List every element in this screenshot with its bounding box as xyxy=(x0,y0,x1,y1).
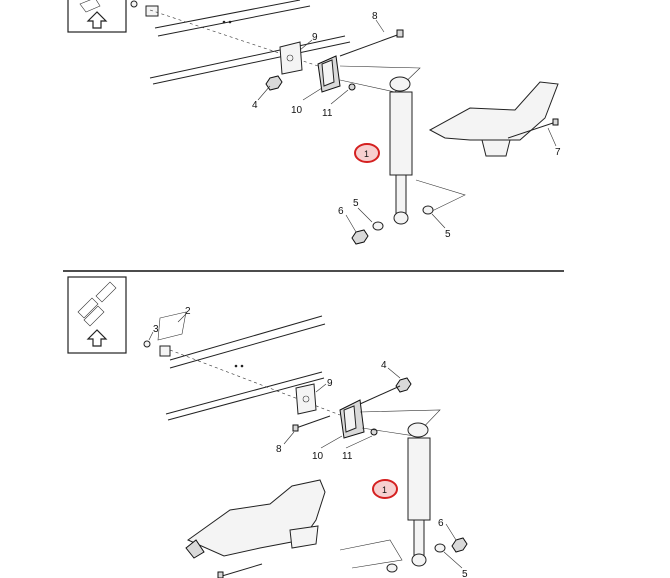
callout-7: 7 xyxy=(555,147,561,158)
bolt-8 xyxy=(292,415,331,432)
shock-upper-bracket xyxy=(317,55,341,93)
washer-5-left xyxy=(372,221,384,231)
shock-absorber xyxy=(389,76,413,225)
nut-4 xyxy=(265,75,283,91)
callout-9: 9 xyxy=(327,378,333,389)
bolt-8 xyxy=(339,29,404,57)
callout-6: 6 xyxy=(438,518,444,529)
washer-5 xyxy=(434,543,446,553)
shock-absorber xyxy=(407,422,431,567)
callout-5-right: 5 xyxy=(445,229,451,240)
mounting-plate xyxy=(279,41,303,75)
callout-4: 4 xyxy=(381,360,387,371)
mounting-plate xyxy=(295,383,317,415)
callout-10: 10 xyxy=(291,105,303,116)
washer-5-right xyxy=(422,205,434,215)
front-direction-arrow-icon xyxy=(86,329,108,347)
callout-8: 8 xyxy=(276,444,282,455)
nut-6 xyxy=(351,229,369,245)
frame-bracket xyxy=(143,311,187,357)
callout-11: 11 xyxy=(342,451,353,462)
callout-2: 2 xyxy=(185,306,191,317)
highlight-callout-1: 1 xyxy=(354,143,380,163)
callout-3: 3 xyxy=(153,324,159,335)
washer-5-lower xyxy=(386,563,398,573)
callout-9: 9 xyxy=(312,32,318,43)
frame-bracket xyxy=(130,0,159,17)
callout-11: 11 xyxy=(322,108,333,119)
shock-upper-bracket xyxy=(339,399,365,439)
svg-text:1: 1 xyxy=(364,149,369,159)
nut-4 xyxy=(359,377,412,405)
vehicle-orientation-icon xyxy=(67,276,127,354)
callout-8: 8 xyxy=(372,11,378,22)
axle-bracket xyxy=(185,479,326,578)
callout-5-left: 5 xyxy=(353,198,359,209)
nut-11 xyxy=(348,83,356,91)
svg-text:1: 1 xyxy=(382,485,387,495)
callout-5: 5 xyxy=(462,569,468,578)
frame-rail xyxy=(165,315,341,421)
front-direction-arrow-icon xyxy=(86,11,108,29)
nut-11 xyxy=(370,428,378,436)
bottom-view: 2 3 4 9 8 10 11 6 5 1 xyxy=(67,276,468,578)
highlight-callout-1: 1 xyxy=(372,479,398,499)
callout-10: 10 xyxy=(312,451,324,462)
top-view: 8 9 4 10 11 7 6 5 5 1 xyxy=(67,0,561,245)
callout-4: 4 xyxy=(252,100,258,111)
axle-bracket xyxy=(428,81,559,157)
nut-6 xyxy=(451,537,468,553)
vehicle-orientation-icon xyxy=(67,0,127,33)
callout-6: 6 xyxy=(338,206,344,217)
